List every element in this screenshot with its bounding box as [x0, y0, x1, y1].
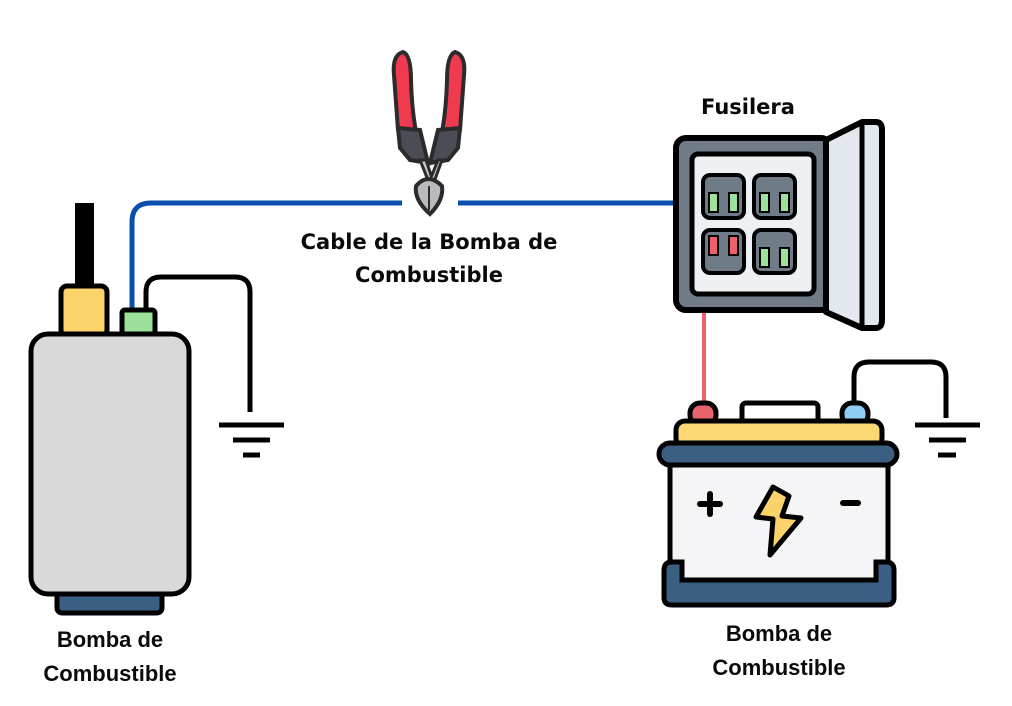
battery-ground-wire	[851, 359, 949, 418]
battery-top-band	[656, 440, 900, 468]
pump-label-line1: Bomba de	[57, 627, 163, 652]
pump-hose	[75, 203, 94, 287]
ground-symbol-icon	[915, 422, 980, 458]
ground-symbol-icon	[219, 422, 284, 458]
pump-body	[28, 331, 192, 597]
fuel-pump-icon	[28, 203, 192, 616]
pump-ground-wire	[143, 274, 253, 412]
signal-wire	[129, 200, 680, 312]
fuse-box-label: Fusilera	[701, 95, 795, 119]
plus-icon	[697, 491, 723, 517]
fuse-box-icon	[673, 119, 885, 331]
fuse-4	[752, 228, 797, 275]
pump-connector-power	[58, 283, 110, 339]
fuse-3	[701, 228, 746, 275]
lightning-bolt-icon	[753, 484, 804, 558]
battery-label-line2: Combustible	[712, 655, 845, 680]
cable-label-line1: Cable de la Bomba de	[301, 230, 558, 254]
battery-bottom-band	[661, 559, 897, 608]
car-battery-icon	[656, 400, 900, 608]
fuse-box-door	[823, 119, 885, 331]
fuse-2	[752, 173, 797, 220]
cable-label-line2: Combustible	[355, 263, 503, 287]
pump-label-line2: Combustible	[43, 661, 176, 686]
wire-cutter-icon	[391, 49, 467, 217]
fuse-1	[701, 173, 746, 220]
battery-label-line1: Bomba de	[726, 621, 832, 646]
